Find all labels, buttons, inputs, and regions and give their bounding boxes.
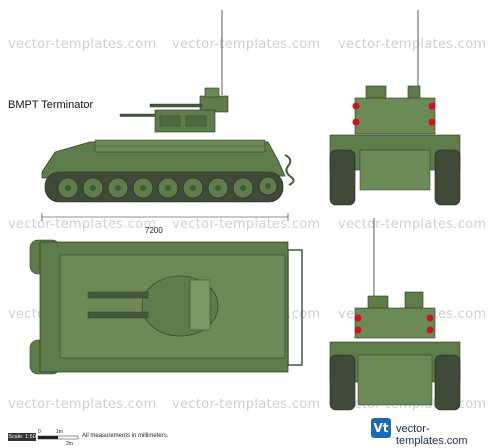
logo-text: vector-templates.com [396, 423, 468, 447]
logo-mark-icon: Vt [371, 418, 391, 438]
scale-tick-2m: 2m [66, 441, 73, 447]
rear-view [329, 218, 461, 411]
page-title: BMPT Terminator [8, 99, 94, 111]
side-view [41, 10, 295, 221]
front-view [329, 10, 461, 206]
scale-zero: 0 [38, 429, 41, 435]
scale-label: Scale: 1:50 [8, 433, 36, 441]
scale-tick-1m: 1m [56, 429, 63, 435]
measurement-note: All measurements in millimeters. [82, 433, 169, 439]
top-view [29, 239, 303, 375]
scale-bar [37, 435, 79, 440]
dimension-label: 7200 [145, 226, 163, 235]
